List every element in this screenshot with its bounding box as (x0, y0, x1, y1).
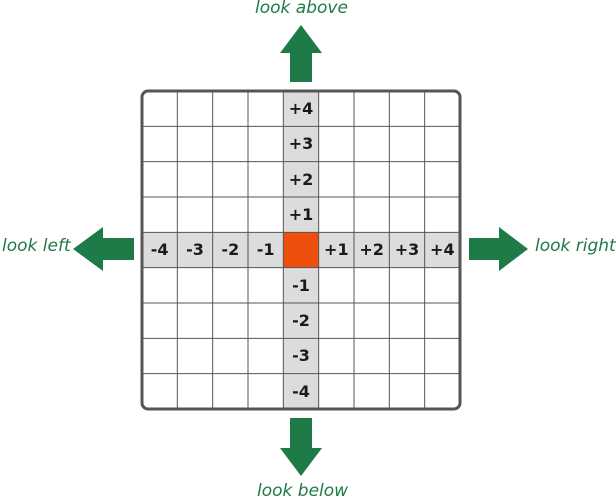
vertical-offset-label: +2 (288, 169, 314, 189)
center-cell (283, 232, 319, 268)
row-highlight-cell (212, 232, 248, 268)
grid-border (140, 89, 462, 411)
arrow-right-icon (469, 227, 528, 271)
vertical-offset-label: -1 (292, 275, 310, 295)
horizontal-offset-label: +3 (394, 240, 420, 260)
row-highlight-cell (424, 232, 460, 268)
horizontal-offset-label: -2 (221, 240, 240, 260)
column-highlight-cell (283, 267, 319, 303)
row-highlight-cell (177, 232, 213, 268)
vertical-offset-label: -2 (292, 311, 310, 330)
column-highlight-cell (283, 91, 319, 127)
vertical-offset-label: +4 (288, 99, 314, 118)
row-highlight-cell (142, 232, 178, 268)
horizontal-offset-label: +1 (324, 240, 349, 260)
label-look-right: look right (535, 236, 616, 256)
horizontal-offset-label: -1 (256, 240, 275, 260)
column-highlight-cell (283, 197, 319, 233)
column-highlight-cell (283, 338, 319, 374)
column-highlight-cell (283, 126, 319, 162)
vertical-offset-label: -4 (292, 381, 310, 401)
arrow-down-icon (280, 418, 322, 476)
label-look-left: look left (2, 236, 71, 256)
horizontal-offset-label: -3 (186, 240, 204, 260)
column-highlight-cell (283, 373, 319, 409)
position-grid: +4 +3 +2 +1 -1 -2 -3 -4 -4 -3 -2 -1 +1 +2 +3 +4 (140, 89, 462, 411)
vertical-offset-label: +1 (288, 205, 314, 224)
horizontal-offset-label: +2 (359, 240, 384, 260)
arrow-up-icon (280, 25, 322, 82)
vertical-offset-label: -3 (292, 346, 310, 366)
row-highlight-cell (389, 232, 425, 268)
vertical-offset-label: +3 (288, 134, 314, 154)
grid-lines (140, 89, 462, 411)
row-highlight-cell (318, 232, 354, 268)
column-highlight-cell (283, 303, 319, 339)
label-look-below: look below (257, 481, 349, 501)
row-highlight-cell (354, 232, 390, 268)
column-highlight-cell (283, 161, 319, 197)
arrow-left-icon (73, 227, 134, 271)
row-highlight-cell (248, 232, 284, 268)
horizontal-offset-label: +4 (430, 240, 455, 260)
horizontal-offset-label: -4 (150, 240, 169, 260)
label-look-above: look above (255, 0, 348, 18)
